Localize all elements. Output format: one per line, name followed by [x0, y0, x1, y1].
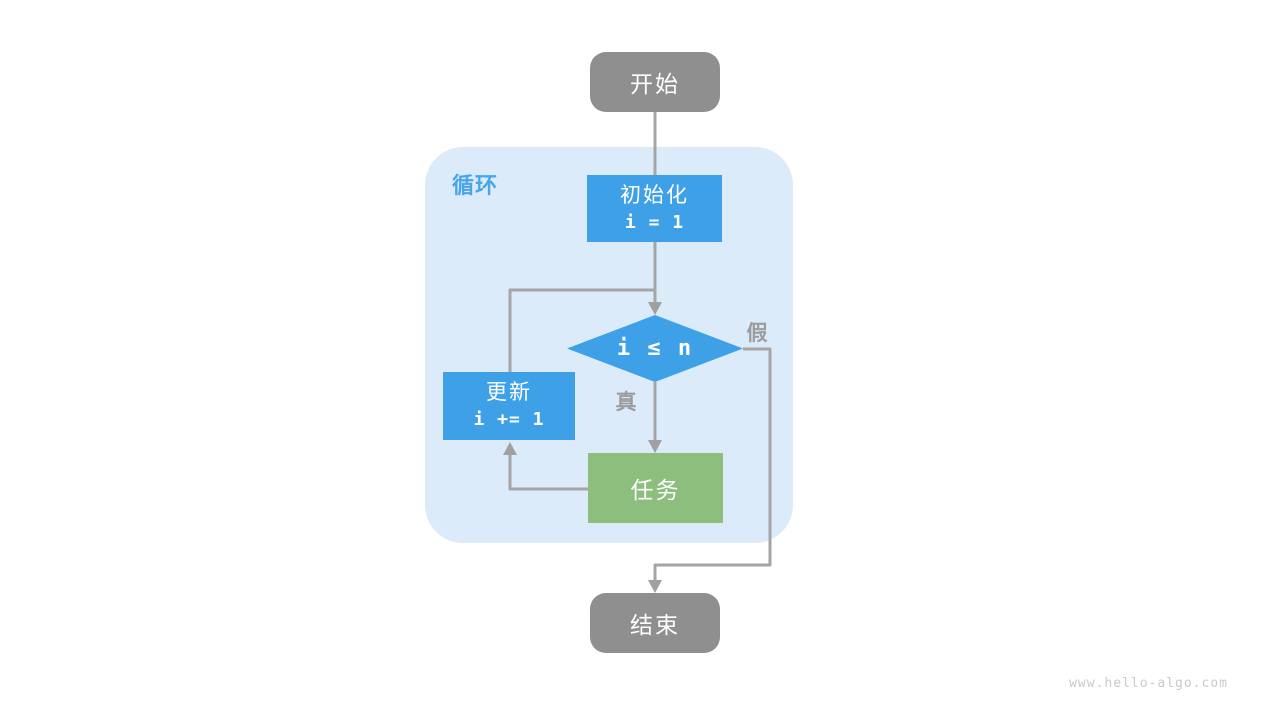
- arrowhead-into-end: [648, 580, 662, 593]
- node-init-code: i = 1: [624, 211, 685, 233]
- watermark-text: www.hello-algo.com: [1069, 676, 1228, 691]
- node-init-label: 初始化: [620, 183, 689, 207]
- node-update-label: 更新: [486, 381, 532, 404]
- edge-label-false: 假: [746, 322, 768, 345]
- edge-label-true: 真: [615, 391, 637, 414]
- node-update: 更新 i += 1: [443, 372, 575, 440]
- node-init: 初始化 i = 1: [587, 175, 722, 242]
- node-task: 任务: [588, 453, 723, 523]
- node-update-code: i += 1: [473, 409, 545, 430]
- loop-container-label: 循环: [452, 173, 499, 198]
- node-start-label: 开始: [630, 71, 680, 97]
- node-task-label: 任务: [630, 477, 681, 503]
- node-start: 开始: [590, 52, 720, 112]
- node-condition-code: i ≤ n: [616, 336, 694, 361]
- node-end: 结束: [590, 593, 720, 653]
- node-end-label: 结束: [630, 612, 680, 638]
